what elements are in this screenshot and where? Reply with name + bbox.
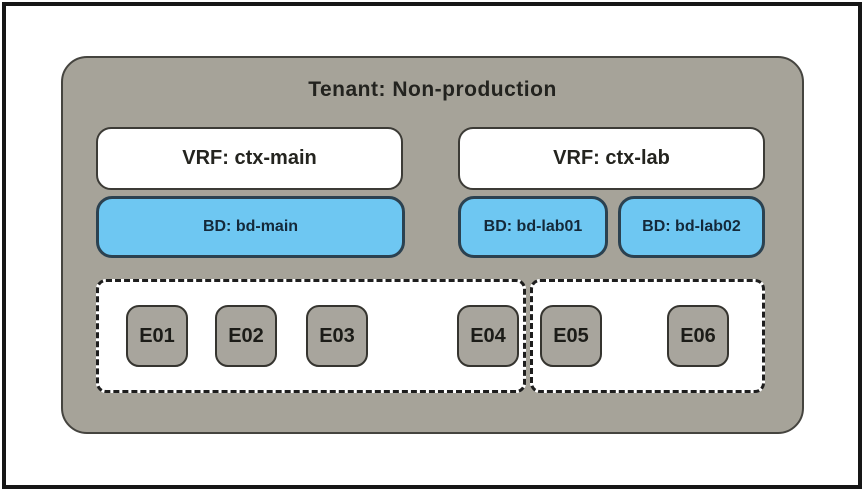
vrf-ctx-lab-label: VRF: ctx-lab	[553, 147, 670, 169]
bd-bd-lab02-label: BD: bd-lab02	[642, 218, 741, 235]
bd-bd-main-label: BD: bd-main	[202, 218, 299, 235]
epg-e01-box: E01	[126, 305, 188, 367]
tenant-container: Tenant: Non-production VRF: ctx-main VRF…	[61, 56, 804, 434]
bd-bd-lab01-box: BD: bd-lab01	[458, 196, 608, 258]
epg-e03-label: E03	[319, 324, 355, 347]
epg-e04-box: E04	[457, 305, 519, 367]
epg-e04-label: E04	[470, 324, 506, 347]
epg-e05-label: E05	[553, 324, 589, 347]
epg-e05-box: E05	[540, 305, 602, 367]
vrf-ctx-lab-box: VRF: ctx-lab	[458, 127, 765, 190]
epg-e01-label: E01	[139, 324, 175, 347]
bd-bd-main-box: BD: bd-main	[96, 196, 405, 258]
bd-bd-lab01-label: BD: bd-lab01	[483, 218, 583, 235]
vrf-ctx-main-label: VRF: ctx-main	[182, 147, 317, 169]
epg-e03-box: E03	[306, 305, 368, 367]
epg-e06-label: E06	[680, 324, 716, 347]
epg-e02-box: E02	[215, 305, 277, 367]
vrf-ctx-main-box: VRF: ctx-main	[96, 127, 403, 190]
tenant-title: Tenant: Non-production	[308, 78, 557, 101]
epg-e06-box: E06	[667, 305, 729, 367]
epg-e02-label: E02	[228, 324, 264, 347]
bd-bd-lab02-box: BD: bd-lab02	[618, 196, 765, 258]
